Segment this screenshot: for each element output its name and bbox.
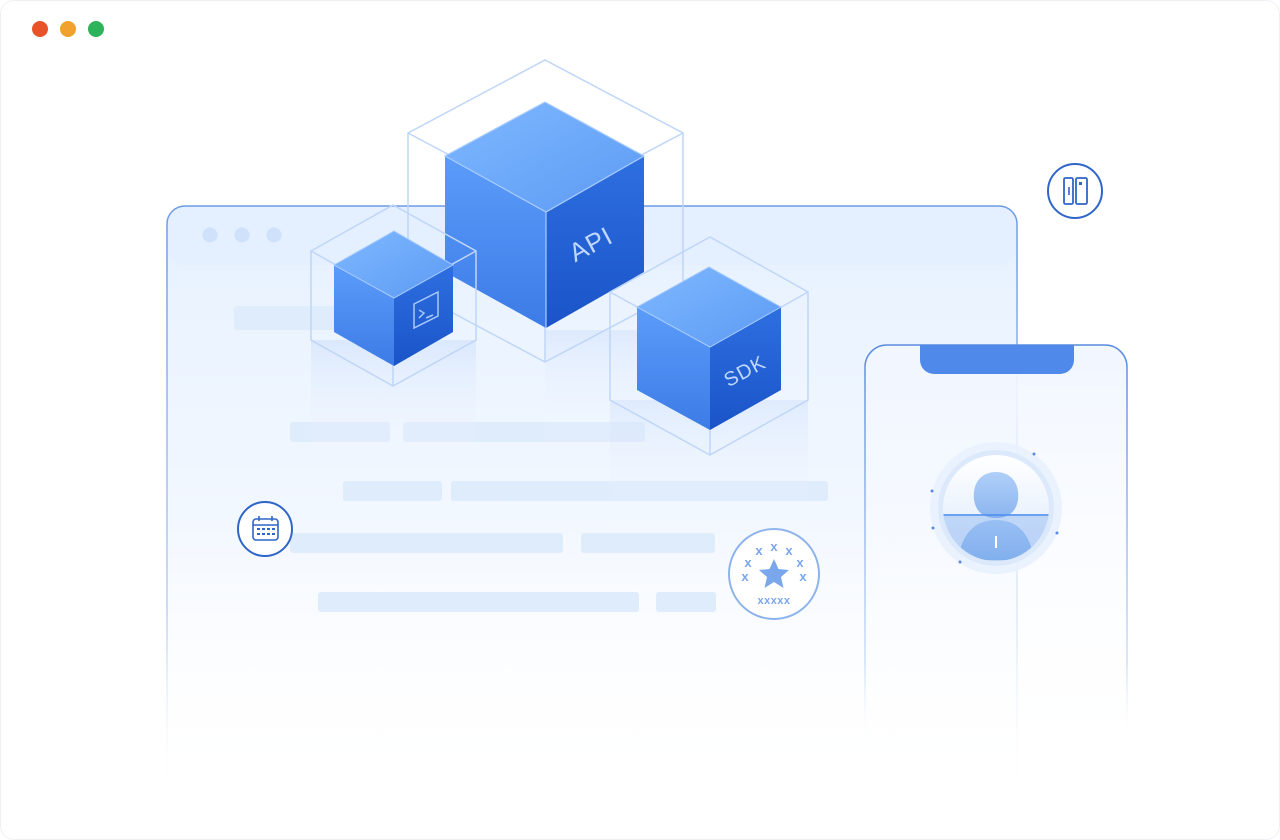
window-controls (32, 21, 104, 37)
svg-text:x: x (785, 543, 793, 558)
panel-dot-2 (234, 227, 250, 243)
star-badge: x x x x x x x xxxxx (728, 528, 820, 620)
user-avatar-icon (930, 442, 1062, 574)
sdk-cube: SDK (609, 236, 809, 456)
maximize-window-button[interactable] (88, 21, 104, 37)
svg-text:x: x (741, 569, 749, 584)
calendar-connector (237, 501, 293, 740)
skeleton-bar (290, 533, 563, 553)
skeleton-bar (656, 592, 716, 612)
phone-notch (920, 345, 1074, 374)
svg-text:x: x (770, 539, 778, 554)
panel-dot-3 (266, 227, 282, 243)
svg-text:x: x (796, 555, 804, 570)
close-window-button[interactable] (32, 21, 48, 37)
device-connector (1047, 163, 1103, 345)
star-icon (759, 559, 789, 588)
api-cube: API (407, 59, 684, 363)
svg-text:x: x (799, 569, 807, 584)
badge-caption: xxxxx (757, 595, 790, 607)
terminal-icon (413, 290, 439, 330)
svg-text:x: x (744, 555, 752, 570)
cli-cube (310, 204, 477, 387)
door-icon (1047, 163, 1103, 219)
skeleton-bar (343, 481, 442, 501)
svg-text:x: x (755, 543, 763, 558)
panel-dot-1 (202, 227, 218, 243)
badge-ring-marks: x x x x x x x (741, 539, 807, 584)
minimize-window-button[interactable] (60, 21, 76, 37)
skeleton-bar (318, 592, 639, 612)
